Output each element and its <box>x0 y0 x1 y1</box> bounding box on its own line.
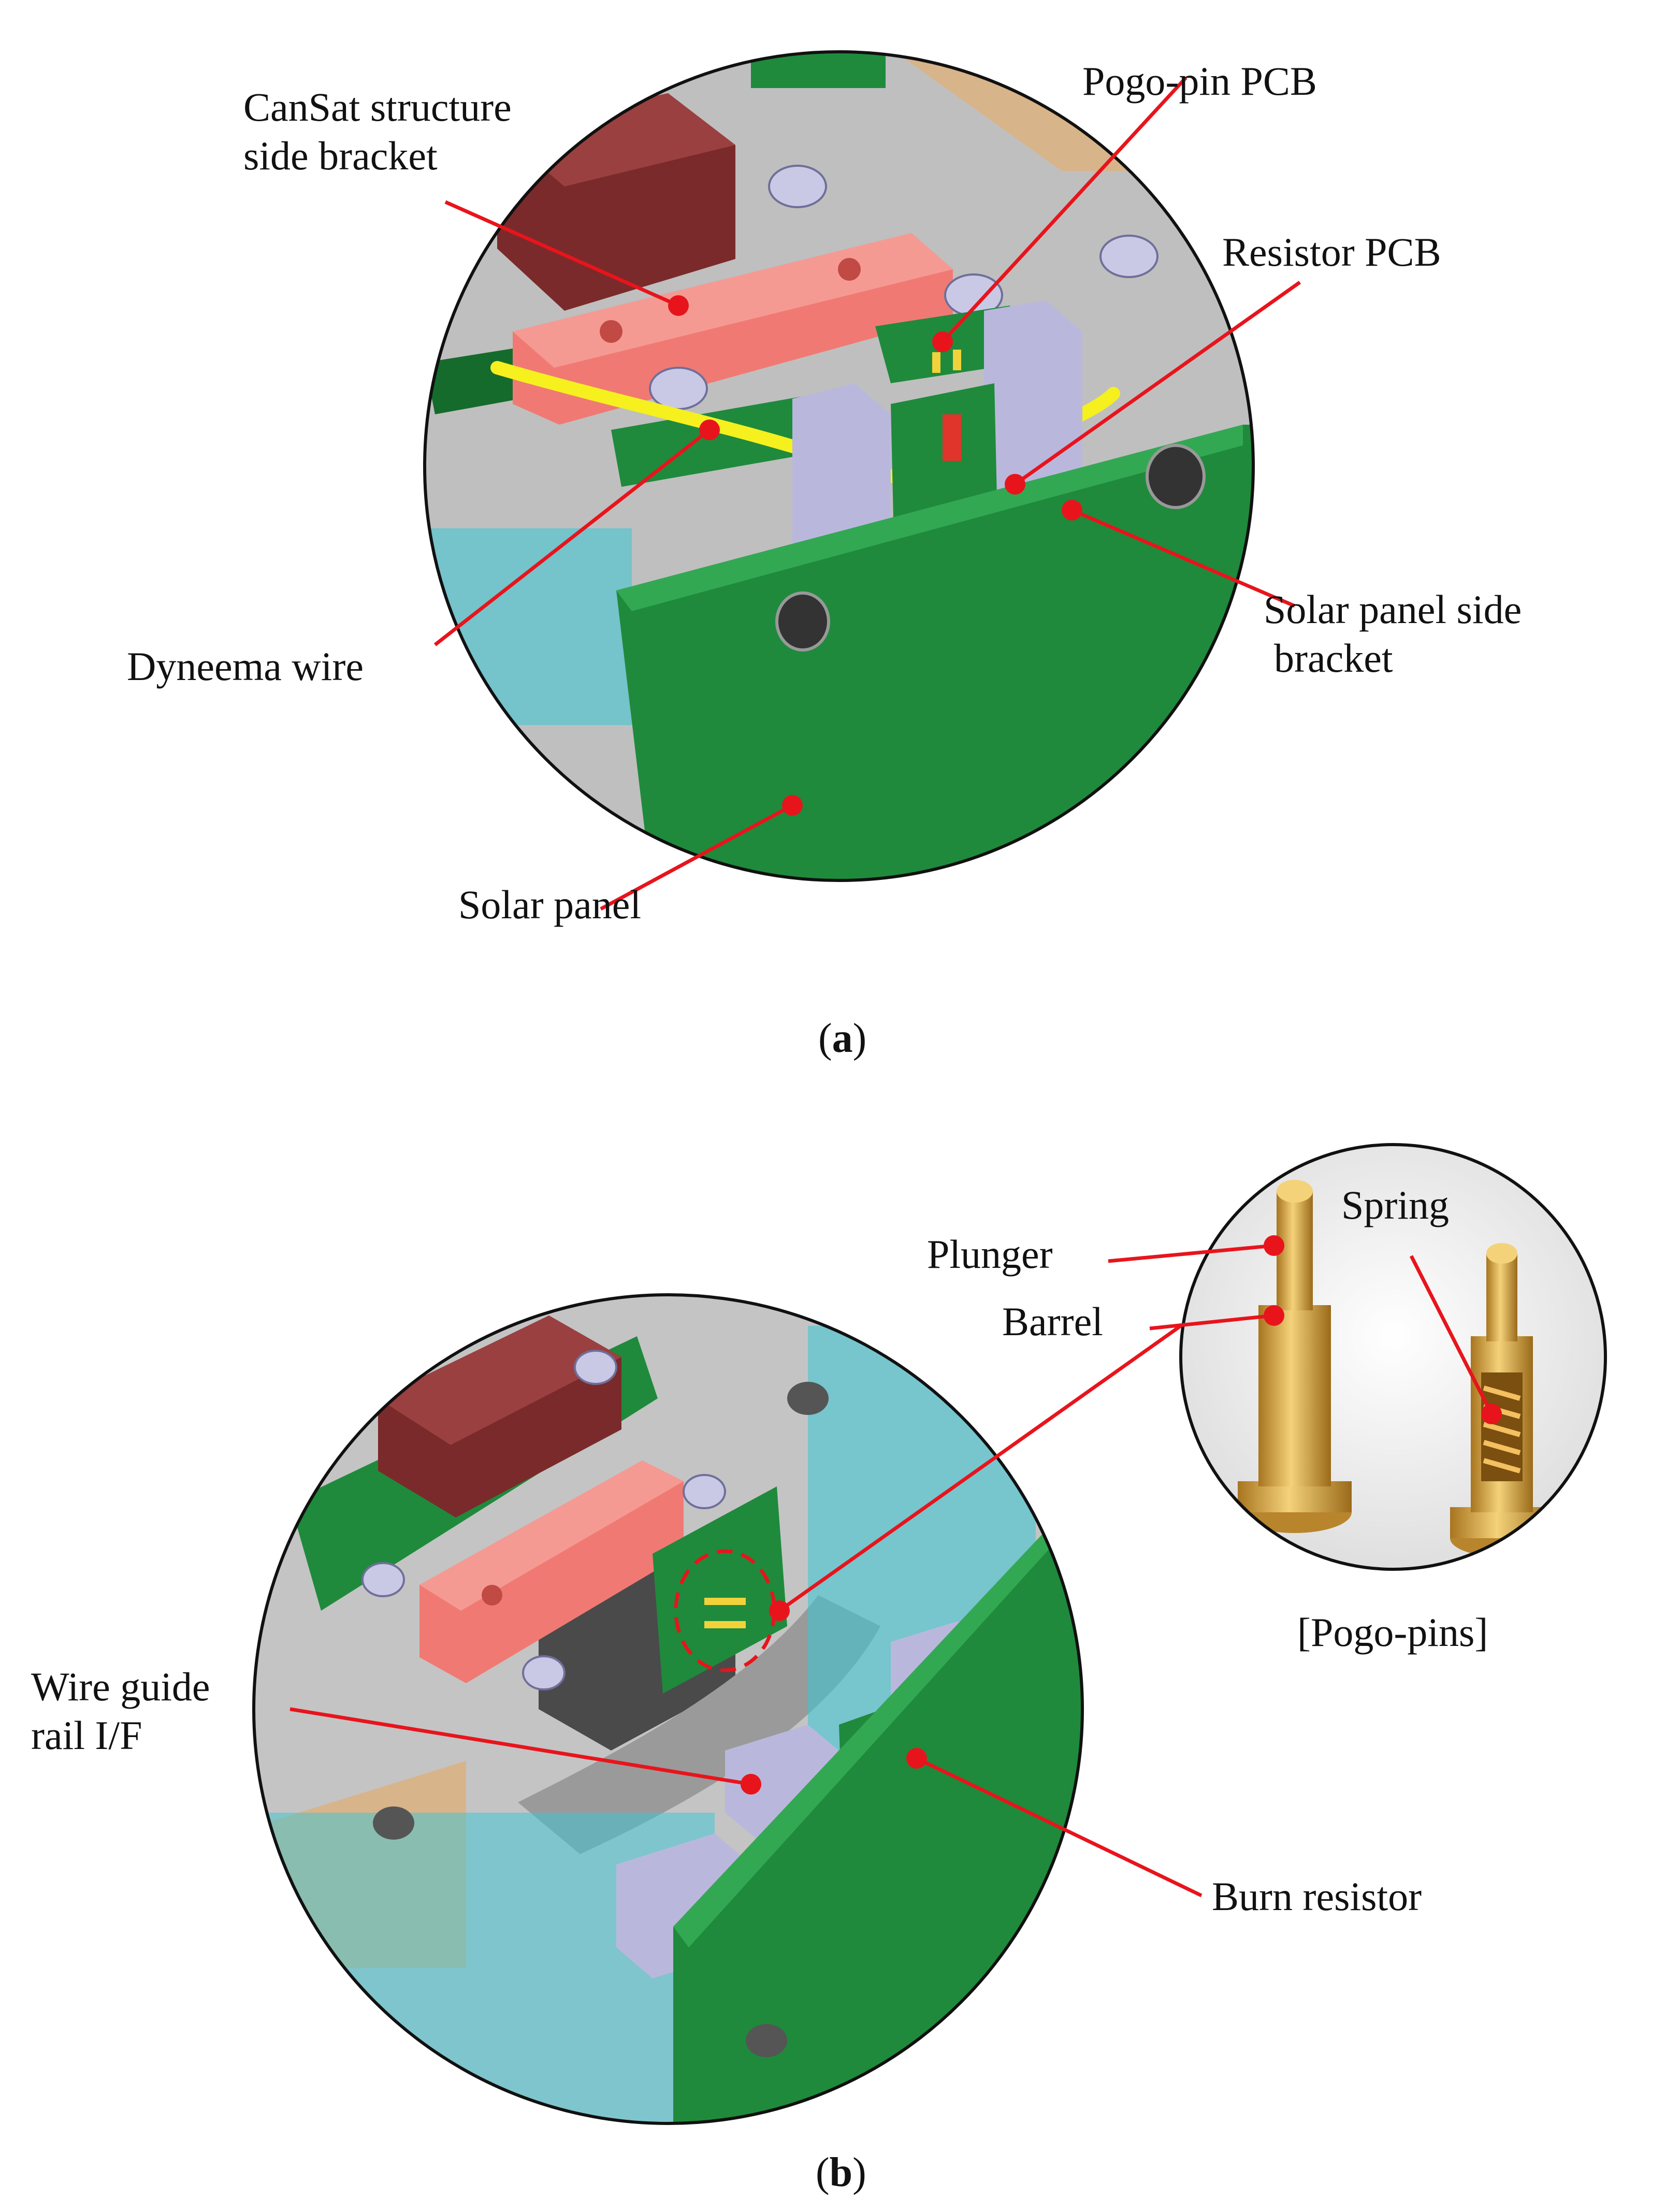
label-cansat-bracket-line1: CanSat structure <box>243 84 512 129</box>
label-solar-side-bracket: Solar panel side bracket <box>1264 585 1522 683</box>
caption-b-close: ) <box>852 2150 866 2195</box>
panel-b-frame <box>252 1293 1084 2125</box>
leader-dot <box>782 795 803 816</box>
panel-a-frame <box>423 50 1255 882</box>
label-pogo-pin-pcb: Pogo-pin PCB <box>1082 59 1317 104</box>
panel-a-leaders <box>433 76 1301 911</box>
leader-dot <box>741 1774 761 1795</box>
caption-a-close: ) <box>852 1016 867 1061</box>
leader-dot <box>668 295 689 316</box>
leader-dot <box>769 1600 790 1621</box>
leader-dot <box>699 420 720 440</box>
caption-a-open: ( <box>818 1016 832 1061</box>
label-solar-side-bracket-line1: Solar panel side <box>1264 587 1522 632</box>
panel-b-leaders <box>289 1244 1494 1898</box>
pogo-pin-inset <box>1179 1143 1607 1571</box>
leader-dot <box>1481 1404 1502 1424</box>
label-wire-guide-line2: rail I/F <box>31 1713 142 1758</box>
caption-b-letter: b <box>829 2150 853 2195</box>
label-wire-guide-line1: Wire guide <box>31 1664 210 1709</box>
leader-dot <box>1005 474 1025 495</box>
leader-dot <box>906 1748 927 1769</box>
label-cansat-bracket: CanSat structure side bracket <box>243 83 512 180</box>
caption-a-letter: a <box>832 1016 853 1061</box>
panel-a-render <box>425 52 1253 880</box>
label-barrel: Barrel <box>1002 1299 1103 1344</box>
label-plunger: Plunger <box>927 1232 1053 1277</box>
label-wire-guide: Wire guide rail I/F <box>31 1662 210 1760</box>
leader-dot <box>1264 1235 1284 1256</box>
label-dyneema-wire: Dyneema wire <box>127 644 364 689</box>
caption-b-open: ( <box>816 2150 830 2195</box>
label-pogo-pins: [Pogo-pins] <box>1297 1610 1488 1655</box>
leader-dot <box>932 331 953 352</box>
caption-b: (b) <box>816 2149 866 2196</box>
leader-dot <box>1264 1305 1284 1326</box>
label-spring: Spring <box>1341 1182 1450 1227</box>
label-cansat-bracket-line2: side bracket <box>243 133 438 178</box>
label-solar-side-bracket-line2: bracket <box>1274 635 1393 681</box>
leader-dot <box>1062 500 1082 521</box>
label-burn-resistor: Burn resistor <box>1212 1874 1422 1919</box>
caption-a: (a) <box>818 1015 866 1062</box>
label-resistor-pcb: Resistor PCB <box>1222 229 1441 274</box>
label-solar-panel: Solar panel <box>458 882 642 927</box>
